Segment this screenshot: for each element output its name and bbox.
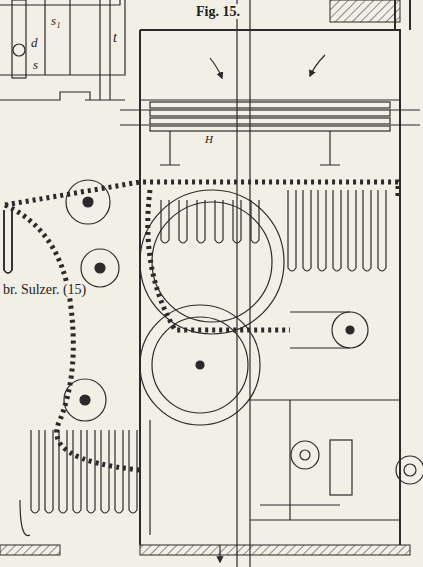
material-loop bbox=[378, 190, 386, 271]
previous-figure bbox=[0, 0, 125, 100]
material-loop bbox=[288, 190, 296, 271]
material-loop bbox=[73, 430, 81, 513]
shaft bbox=[237, 0, 250, 567]
material-loop bbox=[363, 190, 371, 271]
figure-label: Fig. 15. bbox=[195, 4, 241, 19]
material-loop bbox=[4, 210, 12, 273]
material-loop bbox=[101, 430, 109, 513]
material-loop bbox=[45, 430, 53, 513]
material-loop bbox=[333, 190, 341, 271]
material-loop bbox=[59, 430, 67, 513]
wheels bbox=[20, 180, 423, 536]
hanging-loops bbox=[4, 190, 386, 513]
figure-label: s bbox=[32, 58, 39, 72]
figure-label: H bbox=[204, 133, 214, 145]
material-loop bbox=[197, 200, 205, 243]
material-loop bbox=[251, 200, 259, 243]
material-loop bbox=[31, 430, 39, 513]
material-loop bbox=[233, 200, 241, 243]
material-loop bbox=[115, 430, 123, 513]
housing bbox=[0, 0, 410, 555]
material-loop bbox=[4, 210, 12, 273]
figure-label: s₁ bbox=[50, 14, 62, 28]
material-loop bbox=[215, 200, 223, 243]
figure-label: d bbox=[30, 36, 39, 50]
figure-label: br. Sulzer. (15) bbox=[2, 282, 87, 297]
material-loop bbox=[348, 190, 356, 271]
material-loop bbox=[129, 430, 137, 513]
material-loop bbox=[87, 430, 95, 513]
material-loop bbox=[318, 190, 326, 271]
material-loop bbox=[179, 200, 187, 243]
material-loop bbox=[4, 210, 12, 273]
material-loop bbox=[303, 190, 311, 271]
chain bbox=[5, 182, 398, 470]
material-loop bbox=[161, 200, 169, 243]
rack bbox=[120, 102, 420, 165]
figure-label: t bbox=[112, 30, 118, 45]
